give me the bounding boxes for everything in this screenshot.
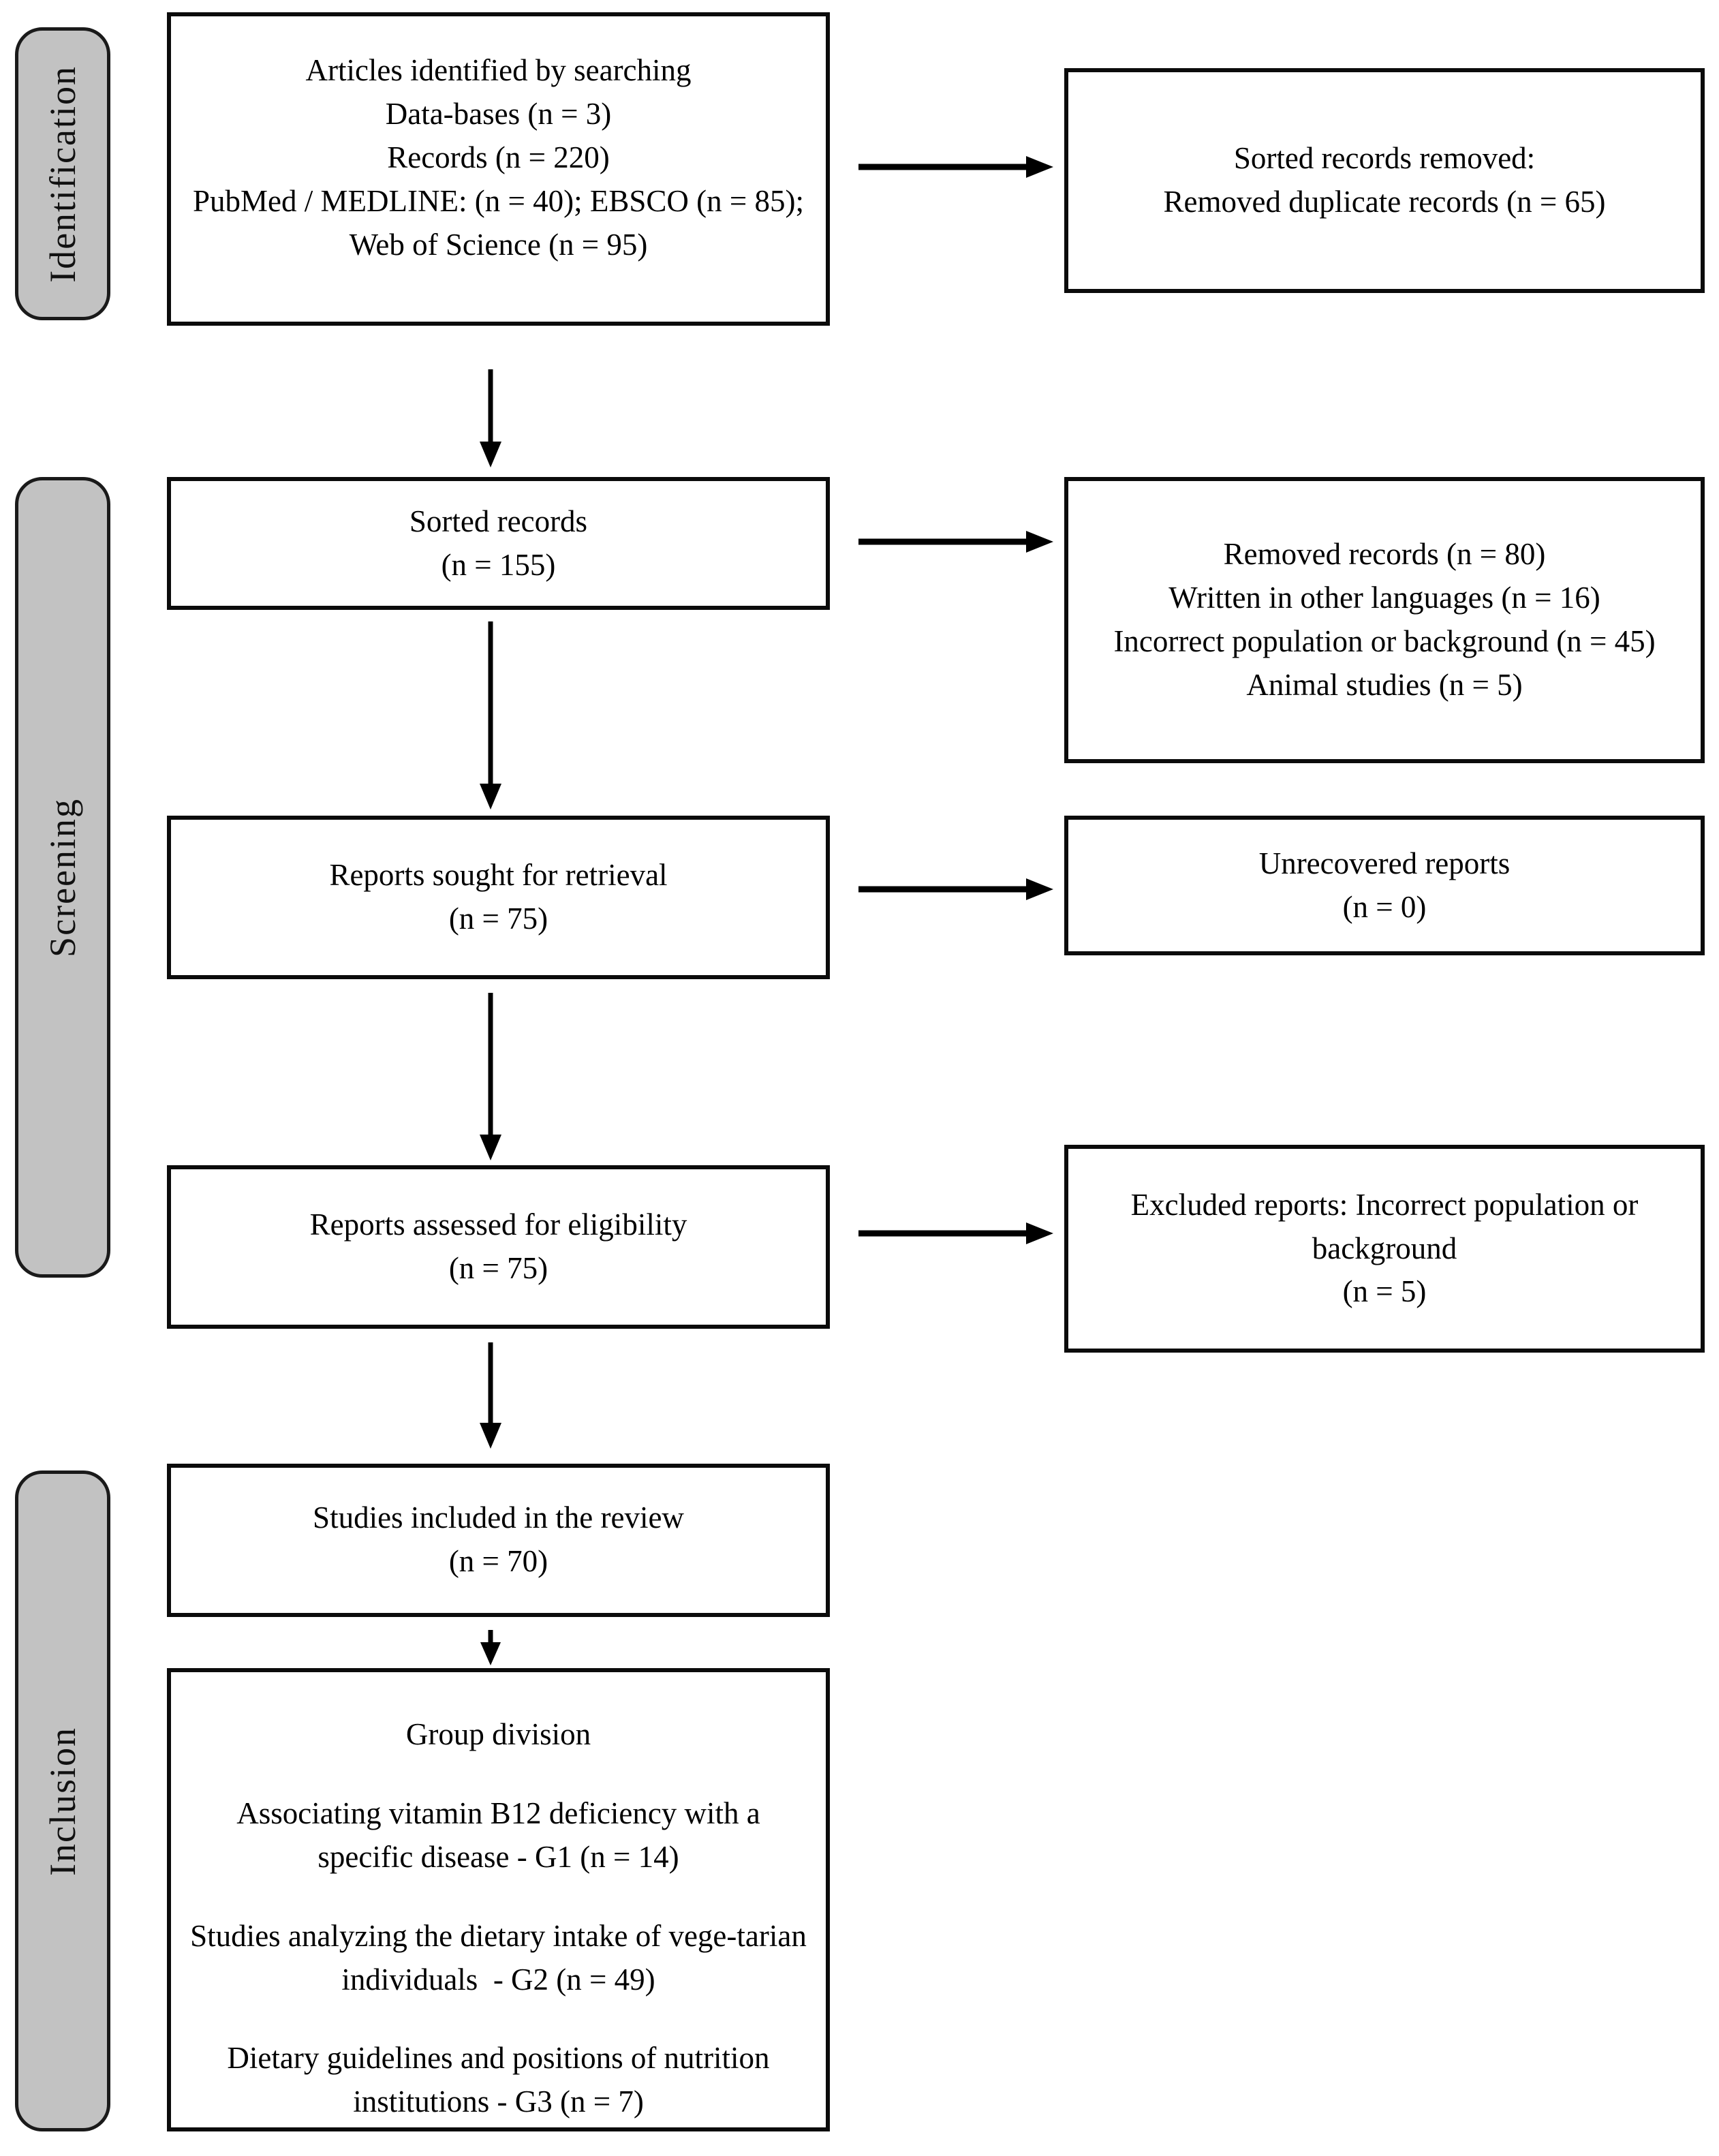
box-reports-assessed: Reports assessed for eligibility (n = 75… bbox=[167, 1165, 830, 1329]
box-group-division: Group division Associating vitamin B12 d… bbox=[167, 1668, 830, 2131]
box-line: Removed duplicate records (n = 65) bbox=[1163, 185, 1606, 219]
arrow-down-to-studies-included bbox=[477, 1341, 504, 1450]
box-articles-identified: Articles identified by searching Data-ba… bbox=[167, 12, 830, 326]
arrow-right-to-duplicates bbox=[857, 153, 1055, 181]
arrow-right-to-excluded-reports bbox=[857, 1220, 1055, 1247]
box-line: Articles identified by searching bbox=[305, 53, 692, 87]
arrow-down-to-group-division bbox=[477, 1629, 504, 1667]
box-duplicates-removed: Sorted records removed: Removed duplicat… bbox=[1064, 68, 1705, 293]
stage-label-identification-text: Identification bbox=[42, 65, 83, 283]
box-line: (n = 75) bbox=[448, 902, 548, 936]
box-excluded-reports: Excluded reports: Incorrect population o… bbox=[1064, 1145, 1705, 1353]
box-line: (n = 155) bbox=[441, 547, 556, 582]
box-line: Animal studies (n = 5) bbox=[1246, 667, 1523, 702]
arrow-down-to-reports-assessed bbox=[477, 991, 504, 1162]
box-line: Reports sought for retrieval bbox=[329, 858, 668, 893]
box-line: Removed records (n = 80) bbox=[1223, 537, 1546, 572]
group-division-item: Associating vitamin B12 deficiency with … bbox=[236, 1796, 769, 1874]
box-line: (n = 70) bbox=[448, 1543, 548, 1578]
group-division-item: Dietary guidelines and positions of nutr… bbox=[227, 2041, 777, 2119]
box-line: Incorrect population or background (n = … bbox=[1113, 624, 1656, 658]
box-line: Sorted records removed: bbox=[1233, 141, 1536, 176]
group-division-title: Group division bbox=[405, 1717, 591, 1751]
box-line: PubMed / MEDLINE: (n = 40); EBSCO (n = 8… bbox=[193, 183, 811, 262]
box-line: Studies included in the review bbox=[313, 1500, 684, 1535]
box-line: Written in other languages (n = 16) bbox=[1168, 581, 1600, 615]
box-line: Reports assessed for eligibility bbox=[309, 1207, 687, 1242]
box-removed-records: Removed records (n = 80) Written in othe… bbox=[1064, 477, 1705, 763]
box-line: Records (n = 220) bbox=[387, 140, 610, 174]
box-line: Unrecovered reports bbox=[1258, 846, 1511, 880]
box-reports-sought: Reports sought for retrieval (n = 75) bbox=[167, 816, 830, 979]
box-studies-included: Studies included in the review (n = 70) bbox=[167, 1464, 830, 1617]
box-line: (n = 0) bbox=[1342, 889, 1427, 924]
box-line: (n = 75) bbox=[448, 1251, 548, 1285]
box-line: Excluded reports: Incorrect population o… bbox=[1130, 1187, 1646, 1265]
stage-label-inclusion: Inclusion bbox=[15, 1470, 110, 2131]
box-line: (n = 5) bbox=[1342, 1274, 1427, 1309]
stage-label-screening-text: Screening bbox=[42, 797, 83, 957]
stage-label-identification: Identification bbox=[15, 27, 110, 320]
group-division-item: Studies analyzing the dietary intake of … bbox=[190, 1918, 815, 1997]
box-unrecovered-reports: Unrecovered reports (n = 0) bbox=[1064, 816, 1705, 955]
stage-label-screening: Screening bbox=[15, 477, 110, 1278]
arrow-right-to-unrecovered-reports bbox=[857, 876, 1055, 903]
arrow-down-to-reports-sought bbox=[477, 620, 504, 811]
arrow-right-to-removed-records bbox=[857, 528, 1055, 555]
arrow-down-to-sorted-records bbox=[477, 368, 504, 469]
box-line: Data-bases (n = 3) bbox=[385, 96, 612, 131]
box-sorted-records: Sorted records (n = 155) bbox=[167, 477, 830, 610]
stage-label-inclusion-text: Inclusion bbox=[42, 1726, 83, 1876]
box-line: Sorted records bbox=[409, 504, 588, 538]
